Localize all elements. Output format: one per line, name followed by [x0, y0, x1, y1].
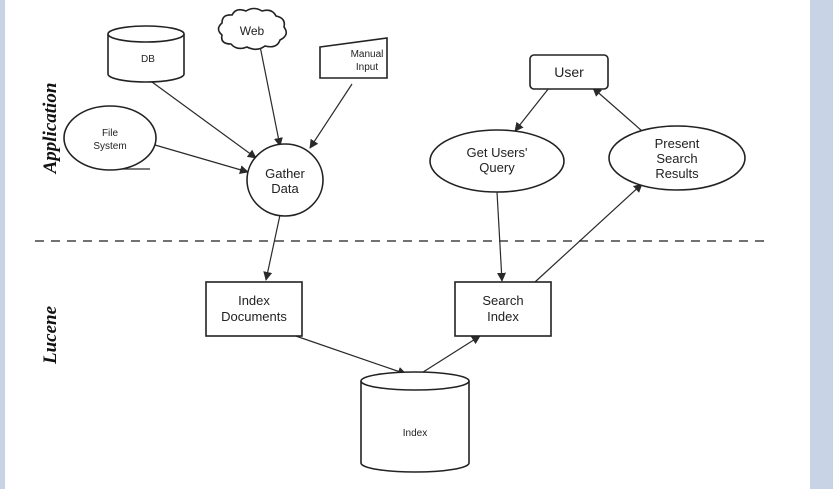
get-users-query-label-line1: Get Users' — [467, 145, 528, 160]
user-node: User — [529, 54, 609, 90]
file-system-label-line2: System — [93, 141, 126, 152]
user-label: User — [554, 64, 584, 80]
arrow-gather-to-index-docs — [263, 214, 281, 281]
gather-data-label-line1: Gather — [265, 166, 305, 181]
gather-data-node: Gather Data — [246, 143, 324, 217]
db-node: DB — [107, 25, 185, 83]
arrow-filesystem-to-gather — [154, 144, 249, 175]
get-users-query-node: Get Users' Query — [429, 129, 565, 193]
arrow-index-search-bidirectional — [410, 335, 481, 383]
section-label-application: Application — [40, 83, 61, 175]
index-documents-label-line1: Index — [238, 293, 270, 308]
arrow-index-docs-to-index — [289, 333, 407, 376]
get-users-query-label-line2: Query — [479, 160, 515, 175]
search-index-label-line1: Search — [482, 293, 523, 308]
present-search-results-node: Present Search Results — [608, 125, 746, 191]
arrow-db-to-gather — [151, 81, 257, 159]
index-storage-label: Index — [403, 428, 427, 439]
search-index-label-line2: Index — [487, 309, 519, 324]
arrow-present-to-user — [592, 87, 643, 132]
present-search-results-label-line2: Search — [656, 151, 697, 166]
db-label: DB — [141, 54, 155, 65]
gather-data-label-line2: Data — [271, 181, 299, 196]
arrow-search-to-present — [534, 183, 643, 283]
web-label: Web — [240, 24, 265, 38]
right-border-strip — [810, 0, 833, 489]
index-documents-label-line2: Documents — [221, 309, 287, 324]
index-documents-node: Index Documents — [205, 281, 303, 337]
manual-input-node: Manual Input — [319, 37, 388, 79]
index-storage-node: Index — [360, 371, 470, 473]
left-border-strip — [0, 0, 5, 489]
arrow-manual-to-gather — [309, 83, 353, 149]
manual-input-label-line2: Input — [356, 62, 378, 73]
arrow-user-to-get-query — [514, 87, 550, 132]
arrow-get-query-to-search — [496, 191, 507, 282]
present-search-results-label-line1: Present — [655, 136, 700, 151]
file-system-node: File System — [63, 105, 157, 171]
section-label-lucene: Lucene — [40, 305, 61, 365]
present-search-results-label-line3: Results — [655, 166, 699, 181]
file-system-label-line1: File — [102, 128, 119, 139]
search-index-node: Search Index — [454, 281, 552, 337]
arrow-web-to-gather — [259, 45, 283, 147]
web-node: Web — [217, 7, 288, 51]
manual-input-label-line1: Manual — [351, 49, 384, 60]
